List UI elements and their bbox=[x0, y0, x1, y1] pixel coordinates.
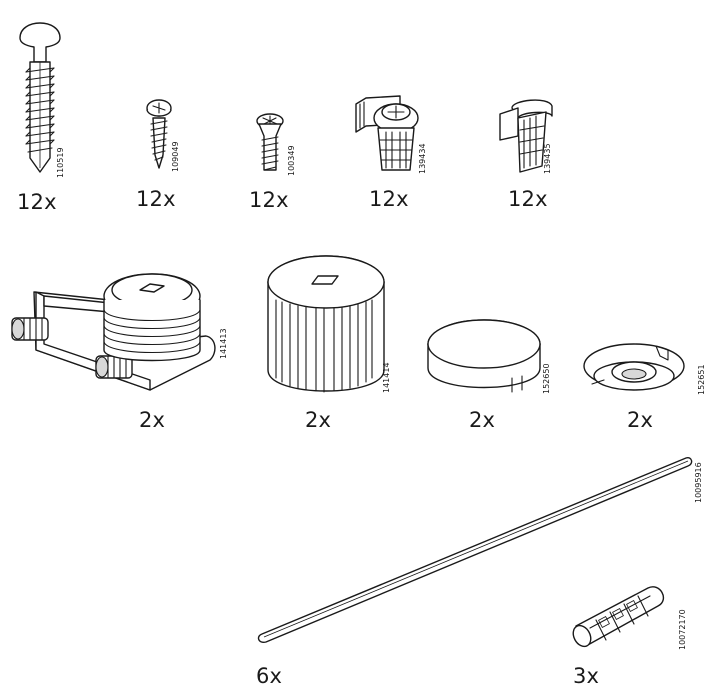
part-quantity: 12x bbox=[508, 187, 548, 211]
part-code: 141414 bbox=[382, 362, 391, 393]
part-quantity: 2x bbox=[469, 408, 496, 432]
part-quantity: 2x bbox=[305, 408, 332, 432]
shelf-support-icon bbox=[499, 99, 553, 173]
part-code: 109049 bbox=[171, 141, 180, 172]
cap-icon bbox=[427, 319, 541, 393]
part-code: 10095916 bbox=[694, 462, 703, 503]
part-quantity: 12x bbox=[369, 187, 409, 211]
part-code: 152651 bbox=[697, 364, 706, 395]
part-quantity: 2x bbox=[627, 408, 654, 432]
part-code: 139435 bbox=[543, 143, 552, 174]
part-quantity: 3x bbox=[573, 664, 600, 688]
part-quantity: 12x bbox=[17, 190, 57, 214]
part-code: 139434 bbox=[418, 143, 427, 174]
shelf-clip-icon bbox=[355, 95, 419, 171]
wood-screw-icon bbox=[146, 99, 172, 169]
part-code: 110519 bbox=[56, 147, 65, 178]
part-code: 100349 bbox=[287, 145, 296, 176]
chipboard-screw-icon bbox=[256, 113, 284, 171]
part-quantity: 12x bbox=[136, 187, 176, 211]
part-quantity: 12x bbox=[249, 188, 289, 212]
part-code: 152650 bbox=[542, 363, 551, 394]
dowel-icon bbox=[572, 586, 664, 648]
part-quantity: 6x bbox=[256, 664, 283, 688]
adjuster-knob-icon bbox=[267, 255, 385, 393]
part-code: 10072170 bbox=[678, 609, 687, 650]
part-quantity: 2x bbox=[139, 408, 166, 432]
metal-rod-icon bbox=[257, 456, 693, 644]
adjuster-bracket-icon bbox=[11, 273, 216, 391]
washer-icon bbox=[583, 343, 685, 391]
part-code: 141413 bbox=[219, 328, 228, 359]
wall-plug-screw-icon bbox=[19, 22, 61, 173]
